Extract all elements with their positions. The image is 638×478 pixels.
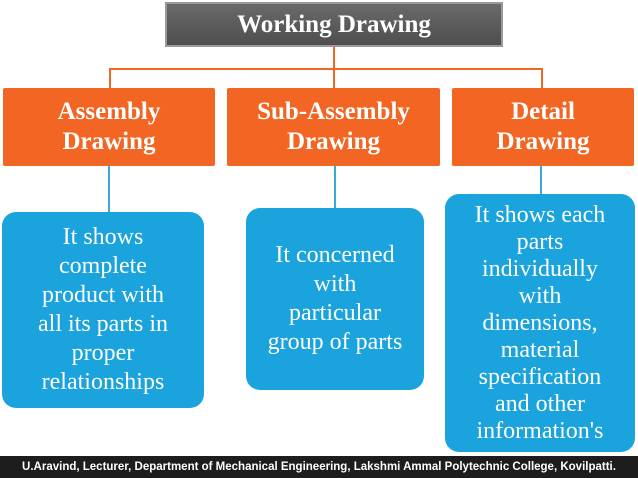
description-text-assembly: It shows complete product with all its p… [38,224,168,395]
connector-center-drop [333,68,335,88]
description-text-detail: It shows each parts individually with di… [474,201,606,444]
connector-center-to-desc [334,166,336,208]
connector-left-drop [109,68,111,88]
connector-root-stem [333,47,335,69]
connector-left-to-desc [108,166,110,212]
description-text-sub-assembly: It concerned with particular group of pa… [267,242,403,355]
category-node-assembly: Assembly Drawing [3,88,215,166]
category-node-sub-assembly: Sub-Assembly Drawing [227,88,440,166]
category-title-sub-assembly: Sub-Assembly Drawing [257,98,410,155]
category-node-detail: Detail Drawing [452,88,634,166]
description-node-sub-assembly: It concerned with particular group of pa… [246,208,424,390]
footer-credit-bar: U.Aravind, Lecturer, Department of Mecha… [0,456,638,478]
description-node-assembly: It shows complete product with all its p… [2,212,204,408]
footer-credit-text: U.Aravind, Lecturer, Department of Mecha… [22,461,616,473]
description-node-detail: It shows each parts individually with di… [445,194,635,452]
connector-horizontal [109,68,542,70]
category-title-assembly: Assembly Drawing [57,98,161,155]
category-title-detail: Detail Drawing [496,98,590,155]
connector-right-to-desc [540,166,542,194]
root-node-label: Working Drawing [237,10,431,38]
connector-right-drop [541,68,543,88]
root-node-working-drawing: Working Drawing [165,2,503,47]
